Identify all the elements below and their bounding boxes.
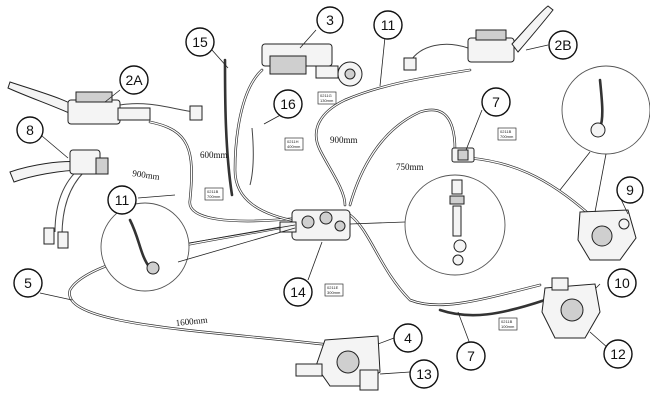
callout-10: 10	[607, 268, 637, 298]
length-label: 900mm	[132, 168, 161, 182]
hose-tag: 0211E 300mm	[324, 283, 344, 297]
union-7-top	[451, 147, 475, 163]
callout-3: 3	[316, 6, 344, 34]
callout-11-left: 11	[107, 185, 137, 215]
svg-text:10: 10	[614, 275, 630, 291]
length-label: 600mm	[200, 150, 228, 160]
caliper-9	[577, 209, 637, 261]
length-labels: 900mm 600mm 900mm 750mm 1600mm	[132, 135, 424, 328]
svg-text:400mm: 400mm	[287, 144, 301, 149]
callouts: 2A 8 11 5 15 16 3 11	[13, 6, 644, 389]
svg-text:9: 9	[626, 182, 634, 198]
callout-5: 5	[13, 268, 43, 298]
hose-tag: 0211G 130mm	[317, 91, 337, 105]
callout-11-top: 11	[373, 10, 403, 40]
callout-16: 16	[273, 89, 303, 119]
svg-text:700mm: 700mm	[207, 194, 221, 199]
svg-text:700mm: 700mm	[500, 134, 514, 139]
svg-text:7: 7	[467, 348, 475, 364]
svg-text:2B: 2B	[554, 37, 571, 53]
svg-text:0211B: 0211B	[500, 129, 512, 134]
svg-text:4: 4	[404, 330, 412, 346]
callout-9: 9	[616, 176, 644, 204]
hose-tag: 0211B 700mm	[497, 127, 517, 141]
master-cylinder-2a	[7, 81, 203, 125]
distributor-block	[279, 209, 351, 241]
callout-14: 14	[283, 277, 313, 307]
rear-master-cylinder-3	[261, 43, 363, 87]
leader-lines	[39, 29, 629, 375]
svg-text:0211B: 0211B	[501, 319, 513, 324]
length-label: 750mm	[396, 162, 424, 172]
svg-text:11: 11	[115, 192, 130, 208]
brake-lever-8	[9, 149, 109, 249]
callout-7-bottom: 7	[456, 341, 486, 371]
detail-callouts	[100, 65, 650, 292]
hose-tags: 0211B 700mm 0211H 400mm 0211G 130mm 0211…	[204, 91, 518, 331]
svg-text:0211B: 0211B	[207, 189, 219, 194]
callout-15: 15	[185, 27, 215, 57]
callout-8: 8	[16, 116, 44, 144]
svg-text:100mm: 100mm	[501, 324, 515, 329]
svg-text:0211G: 0211G	[320, 93, 332, 98]
callout-7-top: 7	[481, 87, 511, 117]
svg-text:300mm: 300mm	[327, 290, 341, 295]
hose-tag: 0211B 700mm	[204, 187, 224, 201]
svg-text:11: 11	[381, 17, 396, 33]
svg-text:0211H: 0211H	[287, 139, 299, 144]
caliper-4-13	[295, 335, 381, 391]
svg-text:13: 13	[416, 366, 432, 382]
svg-text:5: 5	[24, 275, 32, 291]
master-cylinder-2b	[403, 5, 554, 71]
svg-text:15: 15	[192, 34, 208, 50]
length-label: 900mm	[330, 135, 358, 145]
hose-tag: 0211H 400mm	[284, 137, 304, 151]
callout-2a: 2A	[119, 65, 149, 95]
svg-text:12: 12	[610, 346, 626, 362]
hose-tag: 0211B 100mm	[498, 317, 518, 331]
svg-text:130mm: 130mm	[320, 98, 334, 103]
callout-4: 4	[393, 323, 423, 353]
caliper-10-12	[541, 277, 601, 339]
svg-text:2A: 2A	[125, 72, 143, 88]
svg-text:8: 8	[26, 122, 34, 138]
length-label: 1600mm	[175, 315, 208, 328]
svg-text:3: 3	[326, 12, 334, 28]
svg-text:16: 16	[280, 96, 296, 112]
callout-12: 12	[603, 339, 633, 369]
svg-text:0211E: 0211E	[327, 285, 339, 290]
callout-2b: 2B	[548, 30, 578, 60]
electrical-wires	[54, 43, 469, 237]
callout-13: 13	[409, 359, 439, 389]
svg-text:7: 7	[492, 94, 500, 110]
svg-text:14: 14	[290, 284, 306, 300]
brake-hoses	[68, 58, 592, 347]
